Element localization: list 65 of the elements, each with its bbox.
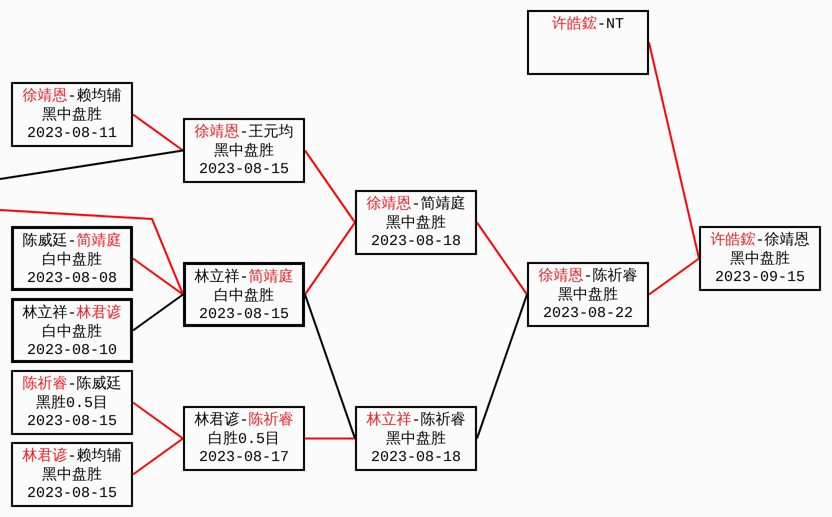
match-date: 2023-08-15 bbox=[198, 306, 289, 324]
match-box bbox=[183, 118, 305, 183]
match-box bbox=[11, 298, 133, 363]
match-box bbox=[183, 406, 305, 471]
bracket-line bbox=[304, 150, 356, 224]
match-date: 2023-08-11 bbox=[26, 125, 117, 144]
bracket-line bbox=[305, 438, 355, 440]
match-players: 徐靖恩-王元均 bbox=[194, 124, 294, 142]
match-box bbox=[11, 82, 133, 147]
match-date: 2023-09-15 bbox=[714, 269, 805, 288]
bracket-line bbox=[0, 150, 184, 180]
match-box bbox=[527, 10, 649, 75]
match-box bbox=[527, 262, 649, 327]
match-box bbox=[355, 190, 477, 255]
bracket-line bbox=[132, 402, 184, 440]
match-result: 黑中盘胜 bbox=[386, 214, 446, 233]
match-result: 白中盘胜 bbox=[42, 252, 102, 270]
match-result: 黑中盘胜 bbox=[558, 286, 618, 305]
match-box bbox=[11, 442, 133, 507]
bracket-line bbox=[132, 294, 184, 332]
match-date: 2023-08-18 bbox=[370, 449, 461, 468]
match-players: 林君谚-陈祈睿 bbox=[194, 412, 294, 430]
match-box bbox=[183, 262, 305, 327]
match-date: 2023-08-08 bbox=[26, 270, 117, 288]
bracket-line bbox=[476, 294, 528, 439]
match-date: 2023-08-10 bbox=[26, 342, 117, 360]
match-date: 2023-08-15 bbox=[26, 485, 117, 504]
match-result: 白中盘胜 bbox=[214, 288, 274, 306]
bracket-line bbox=[476, 222, 528, 296]
match-players: 许皓鋐-徐靖恩 bbox=[710, 232, 810, 250]
match-players: 许皓鋐-NT bbox=[552, 16, 624, 34]
match-date: 2023-08-22 bbox=[542, 305, 633, 324]
match-result: 白胜0.5目 bbox=[208, 430, 280, 449]
bracket-line bbox=[132, 258, 184, 296]
match-date: 2023-08-15 bbox=[26, 413, 117, 432]
match-players: 陈威廷-简靖庭 bbox=[22, 233, 122, 252]
match-players: 徐靖恩-赖均辅 bbox=[22, 88, 122, 106]
match-result: 黑中盘胜 bbox=[42, 106, 102, 125]
bracket-line bbox=[0, 209, 184, 295]
match-result: 黑胜0.5目 bbox=[36, 394, 108, 413]
bracket-line bbox=[304, 222, 356, 296]
match-date: 2023-08-15 bbox=[198, 161, 289, 180]
match-date: 2023-08-18 bbox=[370, 233, 461, 252]
match-players: 林立祥-林君谚 bbox=[22, 305, 122, 324]
bracket-line bbox=[132, 438, 184, 476]
match-result: 黑中盘胜 bbox=[730, 250, 790, 269]
match-box bbox=[11, 226, 133, 291]
match-players: 林立祥-简靖庭 bbox=[194, 269, 294, 288]
match-players: 徐靖恩-陈祈睿 bbox=[538, 268, 638, 286]
match-players: 林君谚-赖均辅 bbox=[22, 448, 122, 466]
match-box bbox=[11, 370, 133, 435]
match-box bbox=[355, 406, 477, 471]
match-result: 黑中盘胜 bbox=[214, 142, 274, 161]
match-result: 黑中盘胜 bbox=[42, 466, 102, 485]
bracket-line bbox=[304, 294, 356, 439]
match-result: 白中盘胜 bbox=[42, 324, 102, 342]
bracket-line bbox=[132, 114, 184, 152]
match-date: 2023-08-17 bbox=[198, 449, 289, 468]
bracket-line bbox=[648, 42, 700, 259]
match-box bbox=[699, 226, 821, 291]
bracket-line bbox=[648, 258, 700, 296]
match-players: 林立祥-陈祈睿 bbox=[366, 412, 466, 430]
match-players: 徐靖恩-简靖庭 bbox=[366, 196, 466, 214]
match-result: 黑中盘胜 bbox=[386, 430, 446, 449]
match-players: 陈祈睿-陈威廷 bbox=[22, 376, 122, 394]
